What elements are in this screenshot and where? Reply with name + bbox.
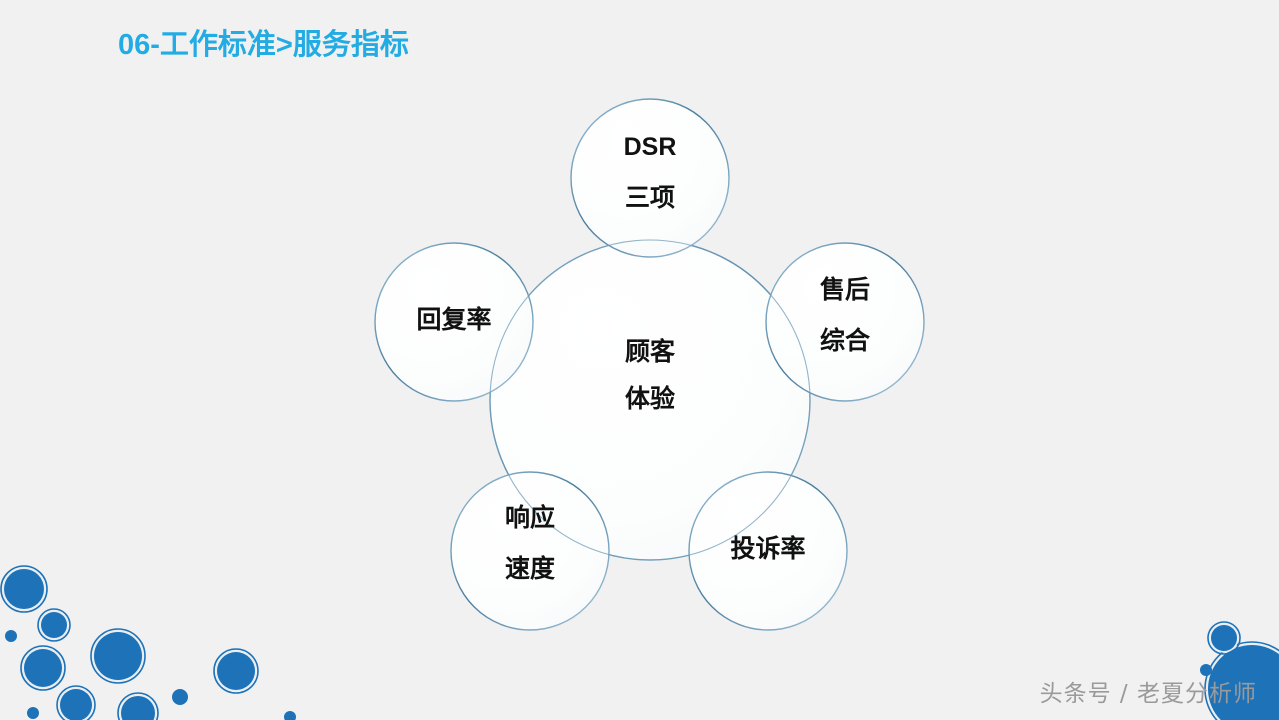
circle-customer-experience-outline (489, 239, 811, 561)
circle-reply-rate (374, 242, 534, 402)
circle-response-speed (450, 471, 610, 631)
watermark-text: 头条号 / 老夏分析师 (1039, 681, 1257, 707)
circle-complaint-rate (688, 471, 848, 631)
page-title: 06-工作标准>服务指标 (118, 29, 409, 61)
circle-dsr-three-items (570, 98, 730, 258)
